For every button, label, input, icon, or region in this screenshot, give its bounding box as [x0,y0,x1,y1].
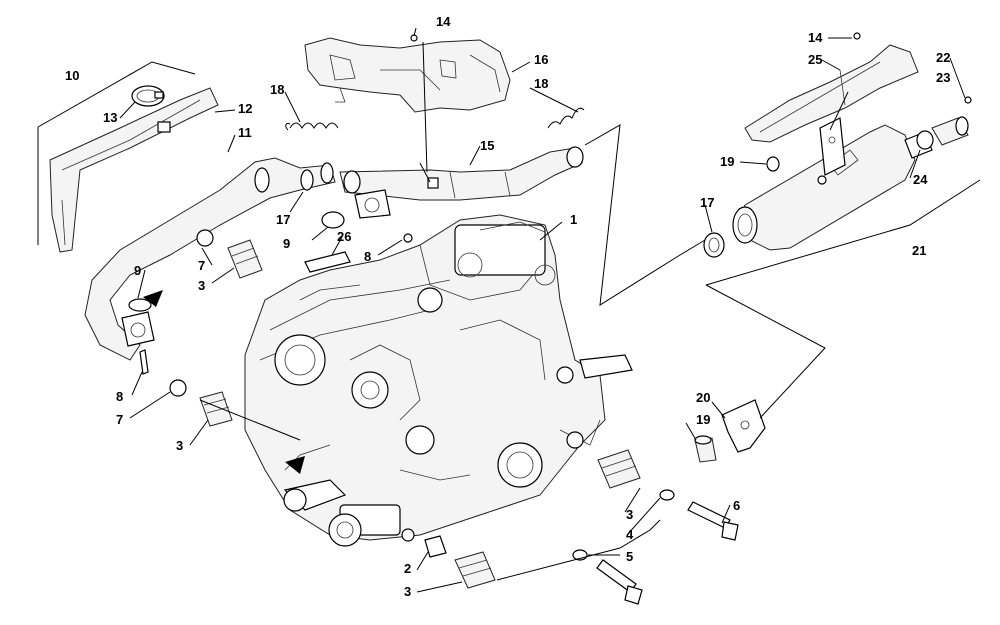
callout-7: 7 [198,258,205,273]
callout-9: 9 [134,263,141,278]
bolt-8-manifold [403,233,413,243]
seal-17-manifold [300,169,314,191]
callout-6: 6 [733,498,740,513]
bolt-8-left [139,349,149,375]
callout-8: 8 [364,249,371,264]
callout-21: 21 [912,243,926,258]
callout-17: 17 [700,195,714,210]
callout-18: 18 [270,82,284,97]
callout-20: 20 [696,390,710,405]
callout-24: 24 [913,172,928,187]
arrow-indicator-engine [285,456,305,474]
clamp-13 [131,85,165,107]
callout-13: 13 [103,110,117,125]
callout-4: 4 [626,527,634,542]
heat-guard-12 [49,87,219,253]
callout-26: 26 [337,229,351,244]
seal-17-muffler [703,232,725,258]
spacer-2 [424,535,447,558]
engine-assembly [244,214,633,547]
label-plate-26 [304,251,351,273]
callout-18: 18 [534,76,548,91]
callout-22: 22 [936,50,950,65]
leader-lines [119,27,966,593]
engine-mount-3-upper [196,229,263,279]
callout-25: 25 [808,52,822,67]
screw-23 [964,96,972,104]
callout-8: 8 [116,389,123,404]
grommet-19-upper [766,156,780,172]
callout-12: 12 [238,101,252,116]
callout-10: 10 [65,68,79,83]
callout-3: 3 [404,584,411,599]
gasket-9-lower [128,298,152,312]
callout-19: 19 [720,154,734,169]
engine-mount-3-right [597,449,641,489]
callout-2: 2 [404,561,411,576]
muffler-heat-shield-25 [744,44,919,143]
spring-18-right [547,107,585,129]
spring-18-left [285,122,339,131]
exhaust-header-15 [339,146,584,219]
callout-3: 3 [626,507,633,522]
callout-7: 7 [116,412,123,427]
bracket-muffler-upper [817,117,846,185]
callout-1: 1 [570,212,577,227]
callout-16: 16 [534,52,548,67]
grommet-19-lower [694,435,717,463]
washer-4-upper [659,489,675,501]
callout-9: 9 [283,236,290,251]
callout-3: 3 [198,278,205,293]
callout-3: 3 [176,438,183,453]
spark-arrestor-22 [931,116,969,146]
engine-mount-3-bottom [454,551,496,589]
screw-14-muffler [853,32,861,40]
heat-shield-16 [304,37,511,113]
callout-14: 14 [436,14,451,29]
callout-17: 17 [276,212,290,227]
callout-15: 15 [480,138,494,153]
assembly-guide-lines [37,41,981,581]
callout-11: 11 [238,125,252,140]
seal-24 [916,130,934,150]
bolt-6 [687,501,739,541]
callout-14: 14 [808,30,823,45]
callout-19: 19 [696,412,710,427]
arrow-indicator-left [143,290,163,307]
engine-mount-3-left [169,379,233,427]
callout-labels: 14 16 18 10 13 12 11 15 18 17 9 26 8 1 7… [65,14,950,599]
gasket-9-upper [321,211,345,229]
bolt-5 [596,559,643,605]
callout-5: 5 [626,549,633,564]
callout-23: 23 [936,70,950,85]
bracket-20 [721,399,766,453]
